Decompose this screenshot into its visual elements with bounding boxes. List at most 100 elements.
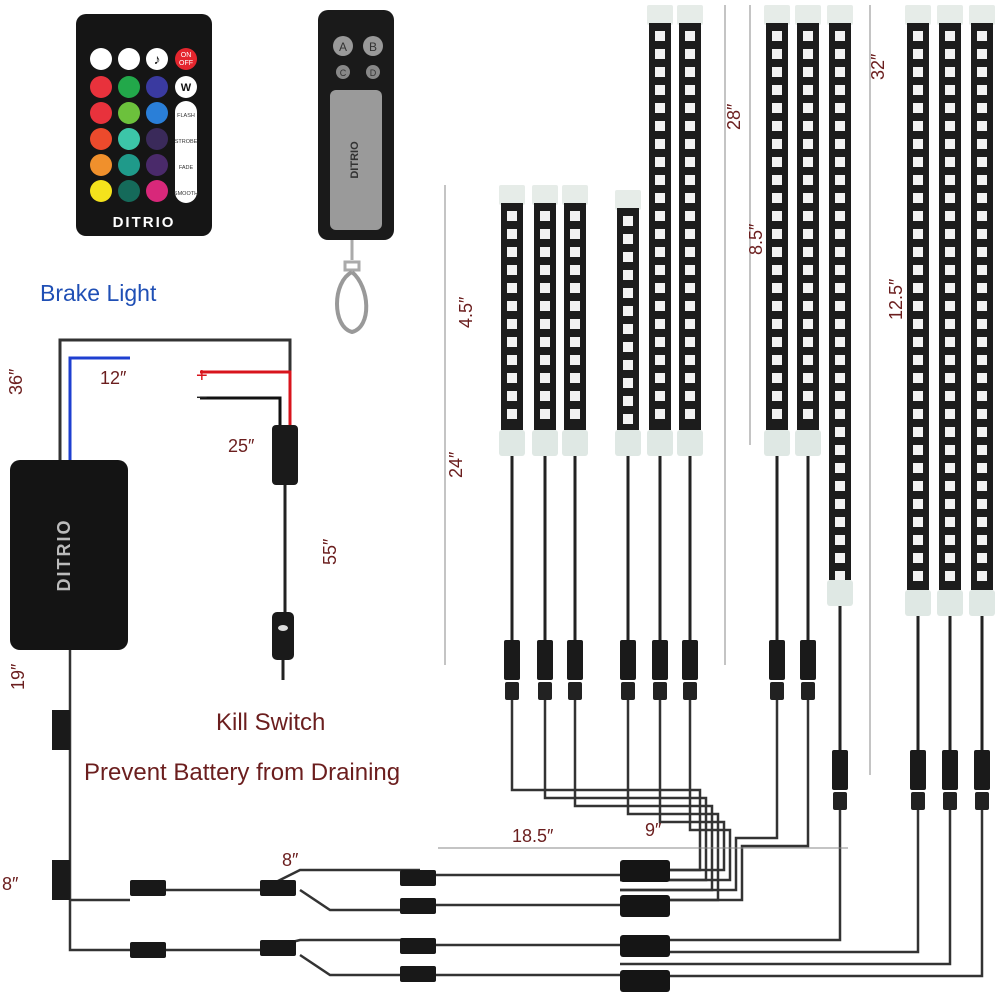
led-chip <box>772 391 782 401</box>
led-chip <box>803 193 813 203</box>
splitter <box>620 970 670 992</box>
led-chip <box>570 265 580 275</box>
strip-end-cap <box>647 430 673 456</box>
led-chip <box>977 571 987 581</box>
led-chip <box>507 247 517 257</box>
led-chip <box>803 373 813 383</box>
led-chip <box>977 85 987 95</box>
color-button <box>90 154 112 176</box>
led-strip <box>534 203 556 430</box>
led-chip <box>945 499 955 509</box>
led-chip <box>977 121 987 131</box>
color-button <box>118 102 140 124</box>
led-chip <box>623 360 633 370</box>
fob-button-b: B <box>369 40 377 54</box>
color-button <box>118 128 140 150</box>
led-chip <box>977 535 987 545</box>
led-chip <box>803 121 813 131</box>
led-chip <box>945 49 955 59</box>
led-chip <box>835 319 845 329</box>
led-chip <box>913 175 923 185</box>
led-chip <box>803 391 813 401</box>
led-chip <box>570 337 580 347</box>
white-label: W <box>181 82 192 94</box>
led-chip <box>772 247 782 257</box>
led-chip <box>655 31 665 41</box>
led-chip <box>913 211 923 221</box>
connector-male <box>621 682 635 700</box>
led-chip <box>540 211 550 221</box>
led-chip <box>623 288 633 298</box>
brake-light-label: Brake Light <box>40 280 157 306</box>
led-chip <box>772 103 782 113</box>
connector-female <box>832 750 848 790</box>
led-chip <box>913 31 923 41</box>
color-button <box>118 180 140 202</box>
length-4-5-label: 4.5″ <box>456 296 476 328</box>
led-chip <box>685 175 695 185</box>
led-chip <box>655 157 665 167</box>
led-chip <box>945 409 955 419</box>
led-chip <box>945 31 955 41</box>
strip-end-cap <box>905 590 931 616</box>
led-chip <box>945 67 955 77</box>
led-chip <box>945 121 955 131</box>
led-chip <box>945 211 955 221</box>
led-chip <box>977 553 987 563</box>
led-chip <box>540 319 550 329</box>
led-chip <box>540 355 550 365</box>
wire <box>68 356 130 460</box>
led-chip <box>540 283 550 293</box>
led-chip <box>570 301 580 311</box>
led-chip <box>685 391 695 401</box>
led-chip <box>655 355 665 365</box>
led-strip <box>649 23 671 430</box>
led-chip <box>835 85 845 95</box>
led-chip <box>570 409 580 419</box>
led-chip <box>977 481 987 491</box>
connector-female <box>910 750 926 790</box>
led-chip <box>945 229 955 239</box>
led-chip <box>803 265 813 275</box>
connector-female <box>620 640 636 680</box>
led-chip <box>772 121 782 131</box>
fob-brand-logo: DITRIO <box>349 141 361 179</box>
led-chip <box>913 355 923 365</box>
led-chip <box>803 85 813 95</box>
led-chip <box>685 409 695 419</box>
strip-end-cap <box>677 430 703 456</box>
led-chip <box>685 139 695 149</box>
led-chip <box>685 283 695 293</box>
led-chip <box>835 67 845 77</box>
led-chip <box>913 283 923 293</box>
led-chip <box>913 499 923 509</box>
led-chip <box>570 319 580 329</box>
led-chip <box>945 463 955 473</box>
led-chip <box>945 391 955 401</box>
led-chip <box>623 396 633 406</box>
connector-female <box>942 750 958 790</box>
led-chip <box>623 378 633 388</box>
controller-box: DITRIO <box>10 460 128 650</box>
led-chip <box>772 409 782 419</box>
off-label: OFF <box>179 60 193 67</box>
led-chip <box>803 301 813 311</box>
led-chip <box>977 463 987 473</box>
led-chip <box>685 247 695 257</box>
led-chip <box>835 283 845 293</box>
led-chip <box>685 121 695 131</box>
led-chip <box>685 373 695 383</box>
led-chip <box>507 355 517 365</box>
led-chip <box>772 157 782 167</box>
switch-toggle <box>278 625 288 631</box>
connector-female <box>567 640 583 680</box>
led-chip <box>803 283 813 293</box>
led-chip <box>977 157 987 167</box>
led-chip <box>945 283 955 293</box>
led-chip <box>507 301 517 311</box>
led-chip <box>772 283 782 293</box>
led-chip <box>570 283 580 293</box>
connector-male <box>653 682 667 700</box>
harness-connector <box>130 942 166 958</box>
harness-connector <box>400 870 436 886</box>
